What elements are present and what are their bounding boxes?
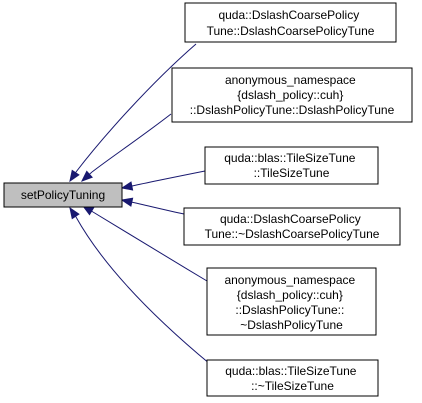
caller-node-label: anonymous_namespace {dslash_policy::cuh}…: [190, 73, 395, 117]
caller-node-box: [204, 146, 379, 185]
call-edge-tail: [91, 210, 94, 213]
caller-node-label: quda::DslashCoarsePolicy Tune::DslashCoa…: [207, 8, 375, 38]
call-edge-tail: [89, 171, 93, 175]
caller-label-line: {dslash_policy::cuh}: [237, 288, 343, 302]
caller-label-line: anonymous_namespace: [224, 273, 355, 287]
caller-label-line: ::DslashPolicyTune::DslashPolicyTune: [190, 103, 395, 117]
caller-label-line: ::DslashPolicyTune::: [235, 303, 344, 317]
caller-label-line: quda::DslashCoarsePolicy: [220, 212, 361, 226]
caller-label-line: ~DslashPolicyTune: [240, 318, 343, 332]
caller-label-line: Tune::~DslashCoarsePolicyTune: [205, 227, 380, 241]
caller-node-label: quda::blas::TileSizeTune ::TileSizeTune: [224, 151, 359, 180]
call-edge-arrowhead: [120, 181, 134, 191]
caller-node-dslashpolicytune-dtor[interactable]: anonymous_namespace {dslash_policy::cuh}…: [206, 267, 377, 336]
caller-label-line: quda::blas::TileSizeTune: [224, 151, 356, 165]
caller-label-line: quda::DslashCoarsePolicy: [218, 8, 359, 22]
call-edge-arrowhead: [69, 206, 80, 220]
call-edge: [92, 211, 208, 282]
caller-node-dslashcoarsepolicytune-dtor[interactable]: quda::DslashCoarsePolicy Tune::~DslashCo…: [183, 207, 401, 246]
caller-node-box: [183, 207, 401, 246]
caller-label-line: {dslash_policy::cuh}: [237, 88, 343, 102]
caller-label-line: quda::blas::TileSizeTune: [225, 364, 357, 378]
caller-node-box: [184, 2, 397, 43]
call-edge: [75, 43, 197, 173]
caller-label-line: ::TileSizeTune: [254, 166, 330, 180]
caller-node-dslashcoarsepolicytune-ctor[interactable]: quda::DslashCoarsePolicy Tune::DslashCoa…: [184, 2, 397, 43]
caller-label-line: anonymous_namespace: [225, 73, 356, 87]
caller-node-label: quda::blas::TileSizeTune ::~TileSizeTune: [225, 364, 360, 393]
call-edge: [130, 201, 185, 215]
call-graph-edges: [69, 43, 211, 365]
call-edge: [91, 113, 172, 173]
focus-node-label: setPolicyTuning: [21, 188, 105, 202]
call-edge: [75, 216, 211, 365]
caller-node-box: [171, 67, 413, 123]
focus-node-box: [3, 182, 123, 208]
caller-label-line: ::~TileSizeTune: [251, 379, 334, 393]
caller-node-tilesizetune-dtor[interactable]: quda::blas::TileSizeTune ::~TileSizeTune: [206, 359, 379, 397]
focus-node[interactable]: setPolicyTuning: [3, 182, 123, 208]
caller-node-tilesizetune-ctor[interactable]: quda::blas::TileSizeTune ::TileSizeTune: [204, 146, 379, 185]
caller-node-dslashpolicytune-ctor[interactable]: anonymous_namespace {dslash_policy::cuh}…: [171, 67, 413, 123]
caller-node-box: [206, 359, 379, 397]
call-edge-arrowhead: [69, 169, 80, 183]
call-edge: [131, 170, 206, 187]
caller-node-box: [206, 267, 377, 336]
caller-label-line: Tune::DslashCoarsePolicyTune: [207, 24, 375, 38]
caller-node-label: anonymous_namespace {dslash_policy::cuh}…: [224, 273, 358, 332]
caller-node-label: quda::DslashCoarsePolicy Tune::~DslashCo…: [205, 212, 380, 241]
